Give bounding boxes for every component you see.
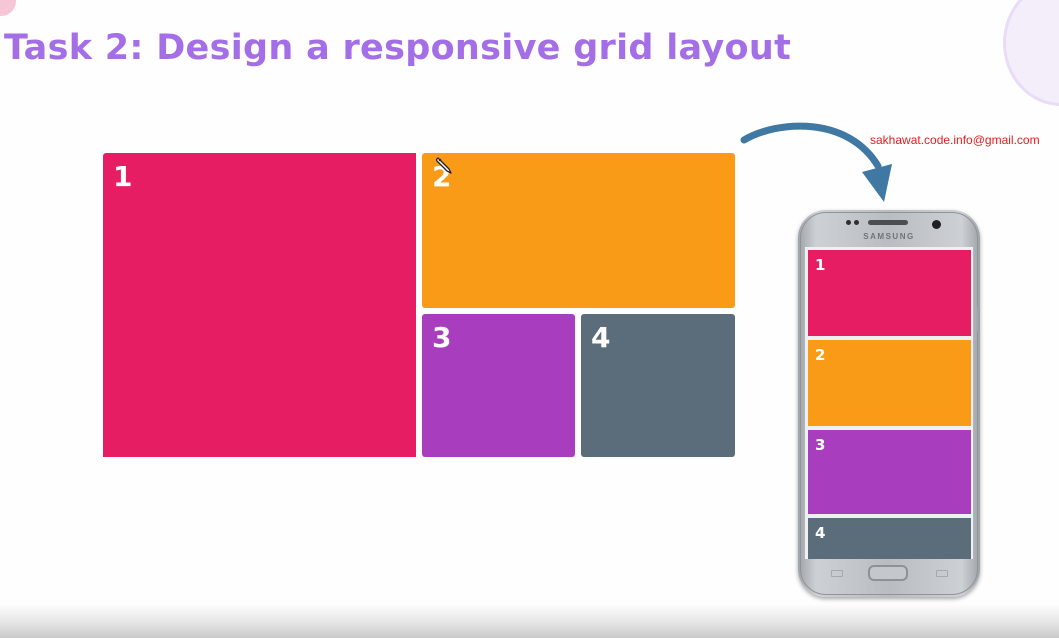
pencil-cursor-icon	[436, 157, 452, 174]
phone-home-button	[868, 565, 908, 581]
grid-cell-3-label: 3	[432, 321, 452, 354]
grid-cell-1: 1	[103, 153, 416, 457]
grid-cell-4: 4	[581, 314, 735, 457]
phone-rim	[800, 212, 978, 595]
phone-sensor-dot	[846, 220, 851, 225]
phone-back-key	[831, 570, 843, 577]
grid-cell-2: 2	[422, 153, 735, 308]
phone-grid-cell-4-label: 4	[815, 524, 826, 542]
phone-grid-cell-2-label: 2	[815, 346, 826, 364]
phone-grid-cell-4: 4	[808, 518, 971, 559]
phone-grid-cell-3-label: 3	[815, 436, 826, 454]
phone-brand-logo: SAMSUNG	[863, 232, 915, 241]
grid-cell-3: 3	[422, 314, 575, 457]
decorative-corner-circle	[1003, 0, 1059, 106]
email-watermark: sakhawat.code.info@gmail.com	[870, 133, 1040, 147]
decorative-corner-blob	[0, 0, 16, 16]
phone-screen: 1 2 3 4	[805, 247, 973, 559]
phone-grid-cell-1-label: 1	[815, 256, 826, 274]
grid-cell-4-label: 4	[591, 321, 611, 354]
phone-grid-cell-2: 2	[808, 340, 971, 426]
phone-grid-cell-1: 1	[808, 250, 971, 336]
curved-arrow-icon	[740, 122, 892, 202]
bottom-shadow-bar	[0, 604, 1059, 638]
phone-grid-cell-3: 3	[808, 430, 971, 514]
desktop-grid-layout: 1 2 3 4	[103, 153, 735, 457]
grid-cell-1-label: 1	[113, 160, 133, 193]
phone-camera	[932, 220, 941, 229]
slide-title: Task 2: Design a responsive grid layout	[4, 28, 792, 68]
phone-recent-key	[936, 570, 948, 577]
phone-side-button	[977, 306, 980, 332]
phone-sensor-dot	[854, 220, 859, 225]
smartphone-mockup: SAMSUNG 1 2 3 4	[798, 210, 980, 597]
phone-speaker	[868, 220, 908, 225]
